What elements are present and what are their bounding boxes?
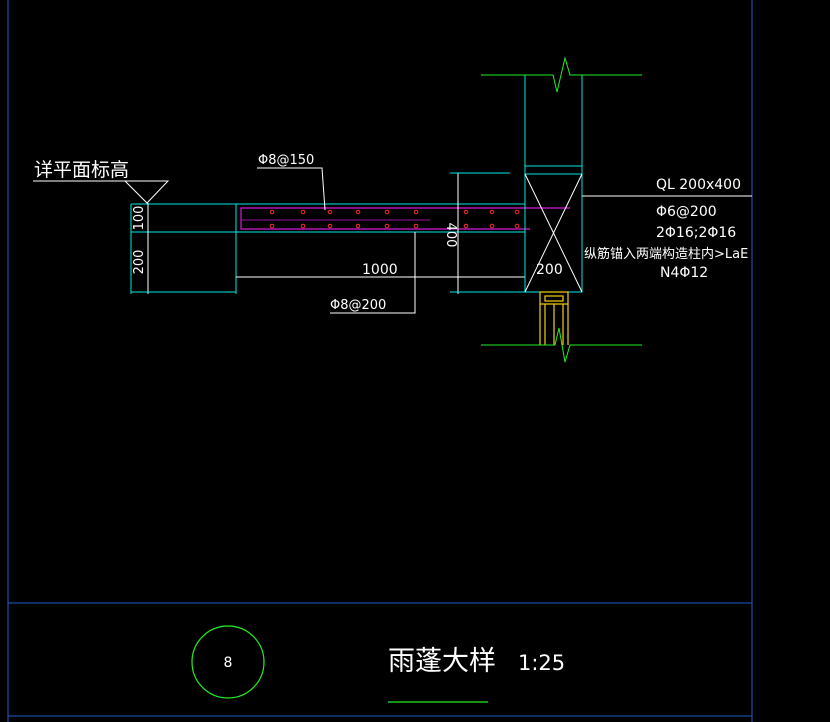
slab-rebar xyxy=(240,207,570,230)
elevation-note: 详平面标高 xyxy=(34,159,129,181)
bottom-break-line xyxy=(481,327,642,363)
rebar-dot xyxy=(327,209,333,215)
rebar-dot xyxy=(384,223,390,229)
side-bars-label: N4Φ12 xyxy=(660,265,708,281)
rebar-dot xyxy=(355,209,361,215)
top-break-symbol xyxy=(481,56,642,93)
canopy-slab xyxy=(131,203,525,233)
bottom-rebar-label: Φ8@200 xyxy=(330,298,386,313)
window-frame xyxy=(539,291,569,345)
dim-slab-thickness: 100 xyxy=(132,206,147,231)
detail-number-circle xyxy=(191,625,265,699)
rebar-cage-line xyxy=(240,207,570,230)
dim-beam-height: 400 xyxy=(443,223,458,248)
bottom-rebar-leader xyxy=(330,232,416,314)
dim-cantilever-length: 1000 xyxy=(362,262,398,278)
rebar-dot xyxy=(300,223,306,229)
rebar-dot xyxy=(489,223,495,229)
rebar-dot xyxy=(327,223,333,229)
rebar-dot xyxy=(355,223,361,229)
bottom-rebar-callout xyxy=(330,232,416,314)
rebar-dot xyxy=(514,223,520,229)
rebar-dot xyxy=(413,209,419,215)
left-dimensions xyxy=(130,203,237,294)
rebar-dot xyxy=(269,223,275,229)
rebar-dot xyxy=(463,223,469,229)
window-head-inner xyxy=(544,295,564,302)
rebar-dot xyxy=(300,209,306,215)
bottom-break-symbol xyxy=(481,327,642,363)
drawing-scale: 1:25 xyxy=(518,651,565,675)
dim-beam-depth-left: 200 xyxy=(132,250,147,275)
top-rebar-leader xyxy=(257,167,326,211)
top-rebar-callout xyxy=(257,167,326,211)
title-block: 8 雨蓬大样 1:25 xyxy=(191,625,565,703)
rebar-dot xyxy=(384,209,390,215)
beam-stirrup-label: Φ6@200 xyxy=(656,204,717,220)
rebar-dot xyxy=(514,209,520,215)
beam-height-dimension xyxy=(450,172,525,294)
anchor-note-label: 纵筋锚入两端构造柱内>LaE xyxy=(584,246,748,262)
elevation-triangle-icon xyxy=(123,180,170,204)
beam-main-bars-label: 2Φ16;2Φ16 xyxy=(656,225,736,241)
rebar-dots xyxy=(269,209,520,229)
ring-beam-cap xyxy=(524,165,583,175)
rebar-dot xyxy=(269,209,275,215)
rebar-dot xyxy=(489,209,495,215)
top-break-line xyxy=(481,56,642,93)
beam-cross-line-2 xyxy=(524,173,583,293)
sheet-frame xyxy=(7,0,753,722)
rebar-dot xyxy=(463,209,469,215)
detail-number: 8 xyxy=(224,655,233,671)
wall-above xyxy=(524,75,583,166)
elevation-marker: 详平面标高 xyxy=(33,159,170,204)
beam-name-label: QL 200x400 xyxy=(656,177,741,193)
drawing-title: 雨蓬大样 xyxy=(388,646,496,677)
top-rebar-label: Φ8@150 xyxy=(258,153,314,168)
dim-column-width: 200 xyxy=(536,262,563,278)
rebar-dot xyxy=(413,223,419,229)
